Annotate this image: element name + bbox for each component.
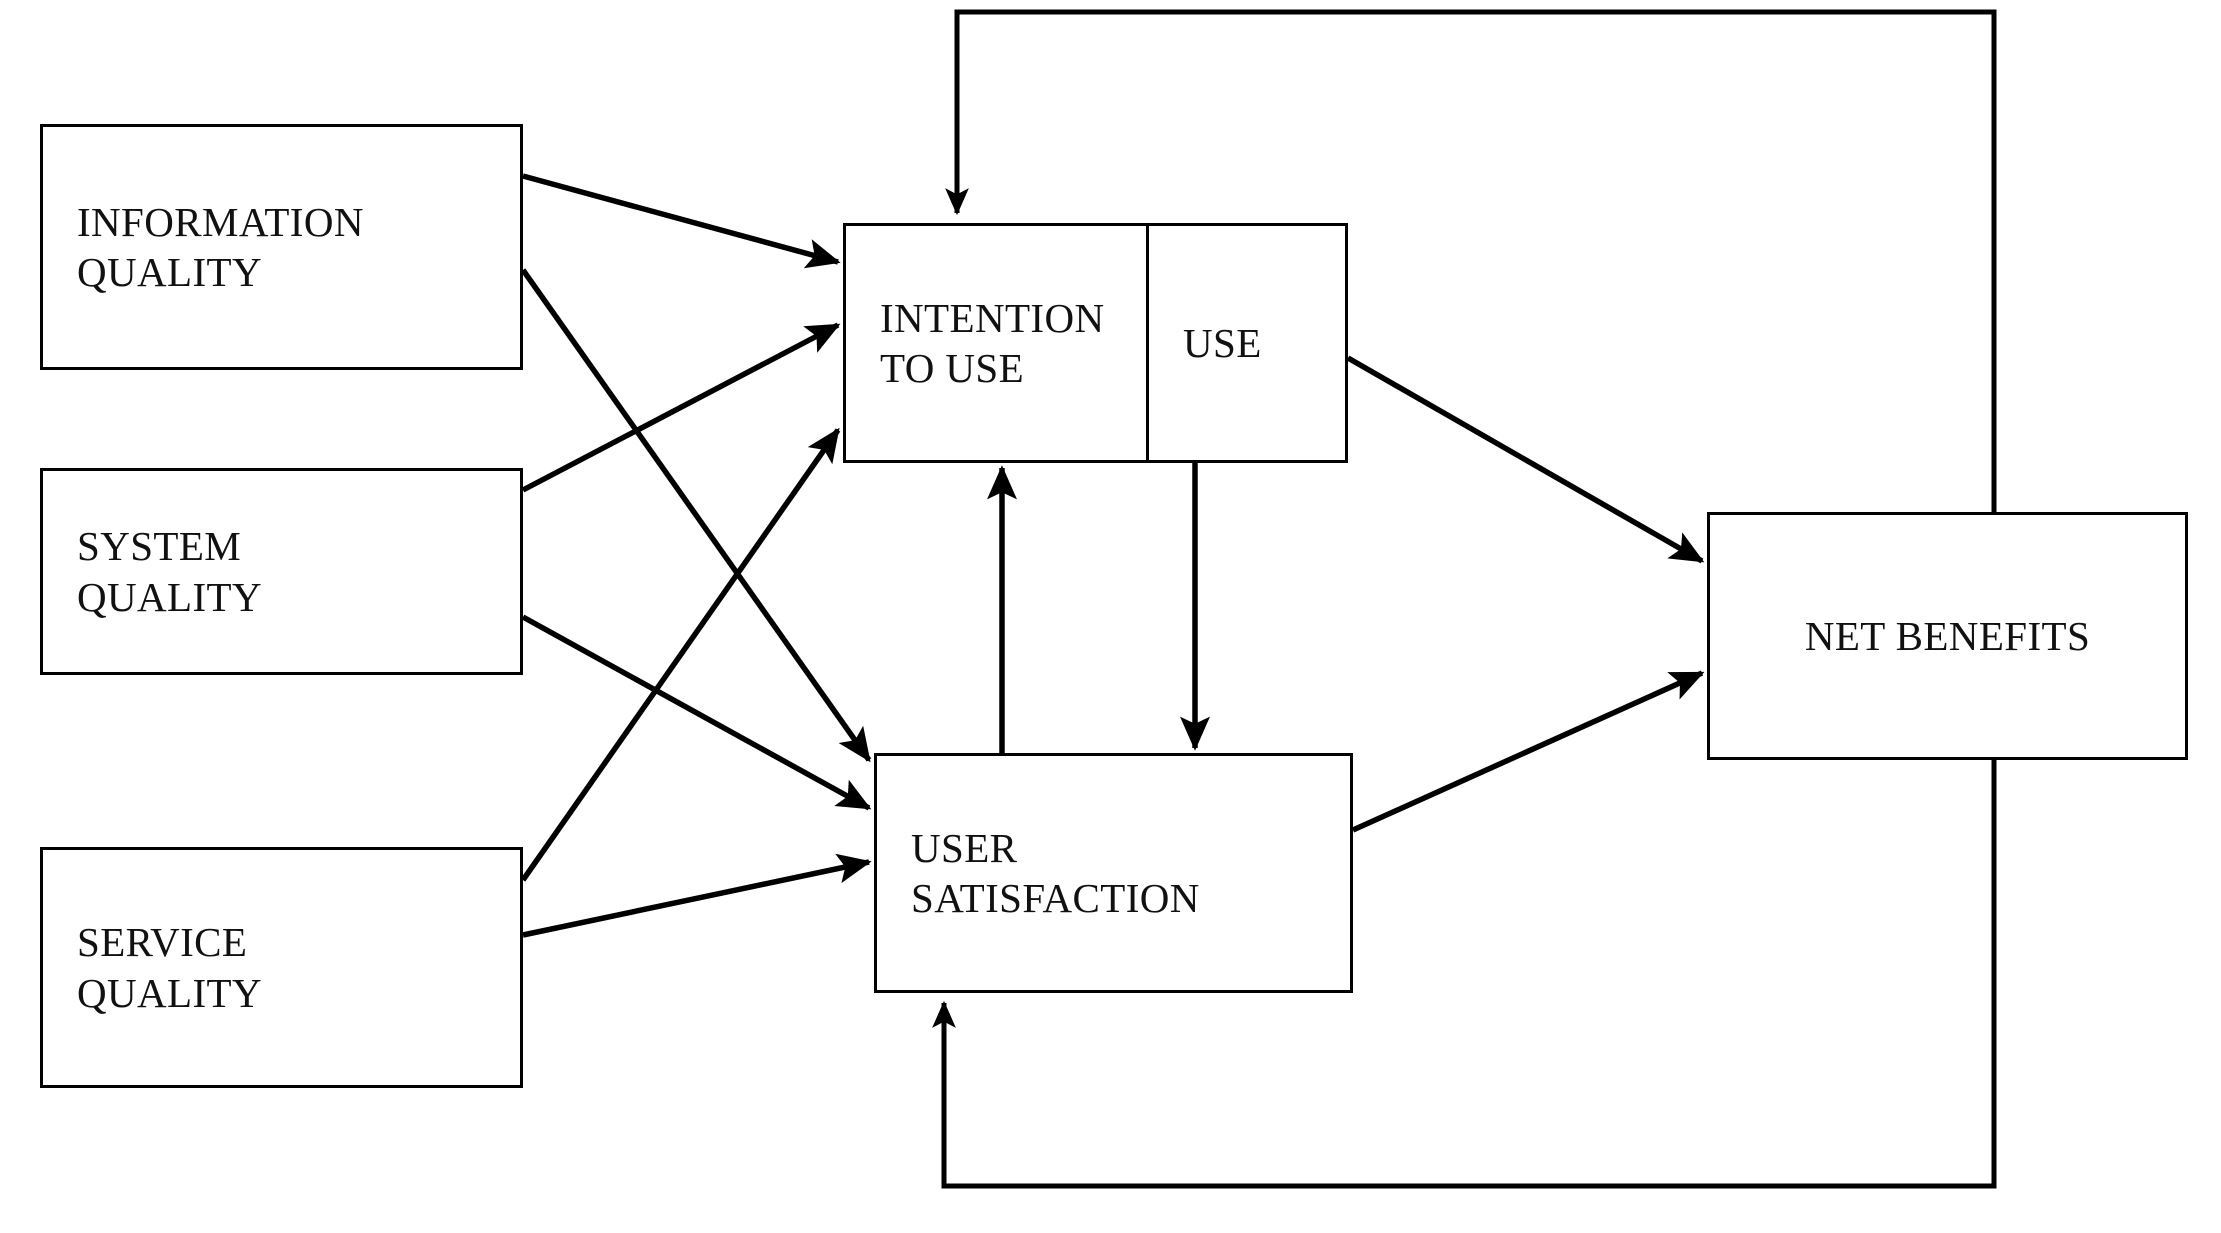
edge-infoq-to-intention [522, 173, 841, 269]
edge-net-benefits-feedback-to-satisfaction [932, 760, 1997, 1189]
edge-satisfaction-to-net-benefits [1351, 670, 1705, 833]
node-intention-to-use-label: INTENTION TO USE [880, 294, 1105, 391]
edge-sysq-to-intention [521, 322, 841, 493]
edge-use-to-net-benefits [1346, 355, 1705, 564]
node-system-quality[interactable]: SYSTEM QUALITY [40, 468, 523, 675]
node-system-quality-label: SYSTEM QUALITY [77, 523, 262, 620]
node-intention-to-use[interactable]: INTENTION TO USE [846, 226, 1146, 460]
edge-infoq-to-satisfaction [520, 268, 872, 763]
edge-sysq-to-satisfaction [521, 614, 872, 811]
edge-servq-to-satisfaction [522, 853, 872, 938]
edge-net-benefits-feedback-to-intention [945, 9, 1997, 512]
node-service-quality-label: SERVICE QUALITY [77, 919, 262, 1016]
node-information-quality-label: INFORMATION QUALITY [77, 198, 364, 295]
node-net-benefits-label: NET BENEFITS [1804, 612, 2091, 659]
node-service-quality[interactable]: SERVICE QUALITY [40, 847, 523, 1088]
node-user-satisfaction[interactable]: USER SATISFACTION [874, 753, 1353, 993]
node-net-benefits[interactable]: NET BENEFITS [1707, 512, 2188, 760]
node-user-satisfaction-label: USER SATISFACTION [911, 824, 1200, 921]
node-use-label: USE [1183, 319, 1262, 366]
node-information-quality[interactable]: INFORMATION QUALITY [40, 124, 523, 370]
node-use[interactable]: USE [1149, 226, 1345, 460]
intention-use-divider [1146, 226, 1149, 460]
node-intention-to-use-use[interactable]: INTENTION TO USE USE [843, 223, 1348, 463]
edge-servq-to-intention [520, 427, 841, 882]
